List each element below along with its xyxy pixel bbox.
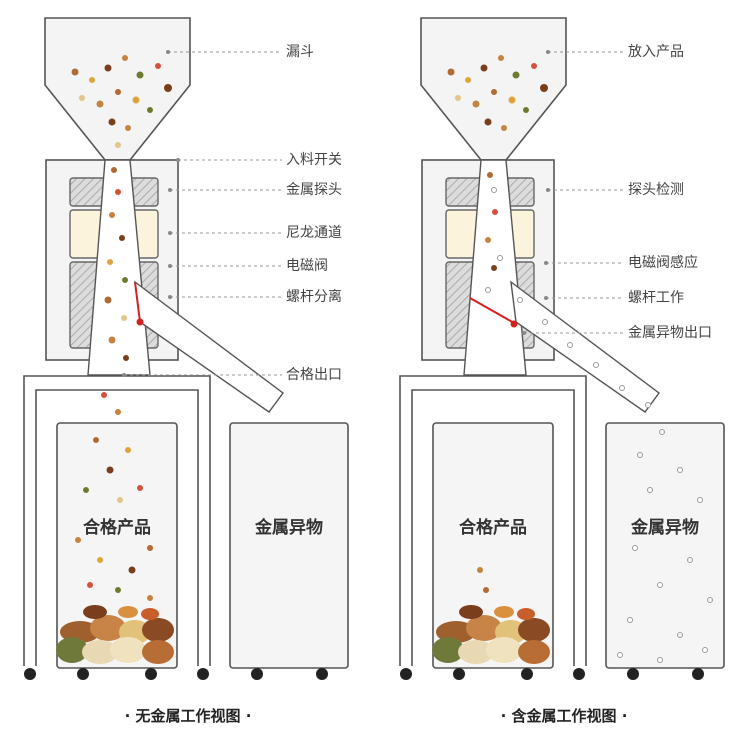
right-frame bbox=[399, 375, 587, 666]
left-machine bbox=[23, 17, 349, 680]
label-nylon-channel: 尼龙通道 bbox=[286, 225, 342, 241]
right-caption: · 含金属工作视图 · bbox=[500, 707, 628, 725]
right-product-particles bbox=[447, 55, 548, 593]
right-metal-bin-label: 金属异物 bbox=[631, 518, 699, 538]
label-solenoid-valve: 电磁阀 bbox=[286, 258, 328, 274]
left-nut-pile bbox=[56, 605, 174, 664]
left-metal-bin bbox=[229, 422, 349, 669]
left-leader-lines bbox=[122, 50, 282, 377]
label-hopper: 漏斗 bbox=[286, 44, 314, 60]
label-put-product: 放入产品 bbox=[628, 44, 684, 60]
right-reject-pipe bbox=[510, 280, 660, 413]
right-metal-bin bbox=[605, 422, 725, 669]
right-leader-lines bbox=[522, 50, 624, 335]
label-valve-sense: 电磁阀感应 bbox=[628, 255, 698, 271]
left-product-particles bbox=[71, 55, 172, 601]
right-nut-pile bbox=[432, 605, 550, 664]
left-screw-diverter bbox=[134, 281, 141, 323]
label-screw-work: 螺杆工作 bbox=[628, 290, 684, 306]
label-qualified-outlet: 合格出口 bbox=[286, 367, 342, 383]
left-frame bbox=[23, 375, 211, 666]
left-caption: · 无金属工作视图 · bbox=[124, 707, 252, 725]
label-probe-detect: 探头检测 bbox=[628, 182, 684, 198]
label-metal-outlet: 金属异物出口 bbox=[628, 325, 712, 341]
right-screw-diverter bbox=[469, 297, 517, 325]
right-metal-particles bbox=[485, 187, 713, 663]
right-good-bin-label: 合格产品 bbox=[459, 518, 527, 538]
right-good-bin bbox=[432, 422, 554, 669]
label-feed-switch: 入料开关 bbox=[286, 152, 342, 168]
left-good-bin-label: 合格产品 bbox=[83, 518, 151, 538]
right-machine bbox=[399, 17, 725, 680]
left-good-bin bbox=[56, 422, 178, 669]
label-metal-probe: 金属探头 bbox=[286, 182, 342, 198]
label-screw-separation: 螺杆分离 bbox=[286, 289, 342, 305]
left-metal-bin-label: 金属异物 bbox=[255, 518, 323, 538]
